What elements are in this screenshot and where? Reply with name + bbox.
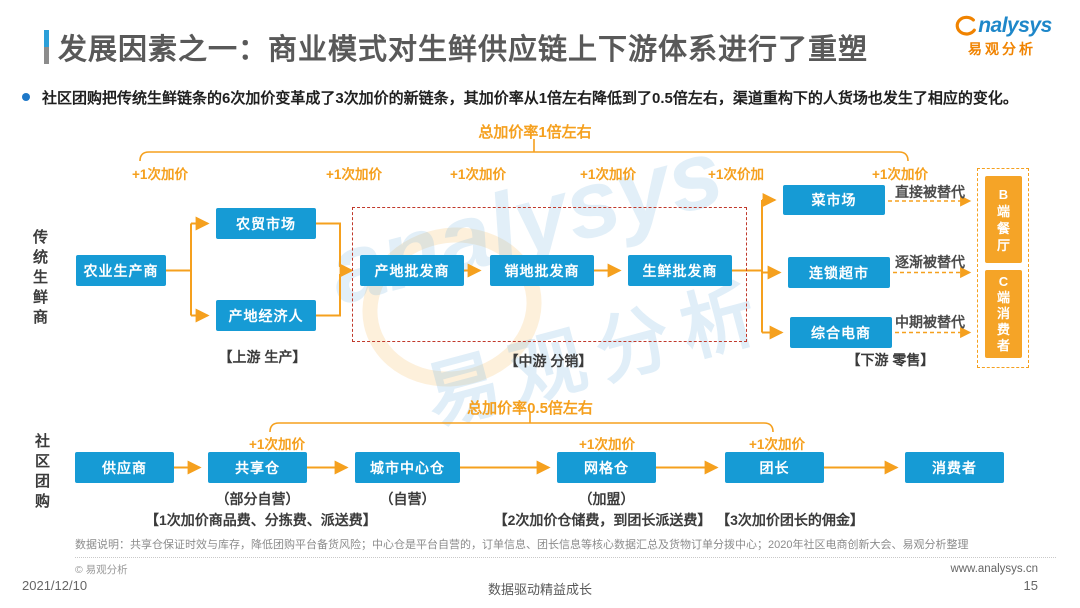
node-c-end-consumer: C端消费者 <box>985 270 1022 358</box>
sub-label-franchise: （加盟） <box>578 491 635 507</box>
copyright-text: © 易观分析 <box>75 564 128 576</box>
footer-date: 2021/12/10 <box>22 578 88 593</box>
node-shared-warehouse: 共享仓 <box>208 452 307 483</box>
replacement-label-2: 逐渐被替代 <box>895 254 965 270</box>
markup-label-2: +1次加价 <box>326 167 382 182</box>
stage-label-upstream: 【上游 生产】 <box>218 349 307 365</box>
analysys-logo: nalysys 易观分析 <box>946 14 1058 59</box>
side-label-community: 社区团购 <box>34 433 50 510</box>
intro-bullet: 社区团购把传统生鲜链条的6次加价变革成了3次加价的新链条，其加价率从1倍左右降低… <box>42 90 1018 107</box>
node-grid-warehouse: 网格仓 <box>557 452 656 483</box>
fee-label-3: 【3次加价团长的佣金】 <box>716 512 864 528</box>
page-number: 15 <box>1023 578 1038 593</box>
community-markup-2: +1次加价 <box>579 437 635 452</box>
end-consumer-dashed-frame <box>977 168 1029 368</box>
footer-slogan: 数据驱动精益成长 <box>487 582 592 597</box>
fee-label-1: 【1次加价商品费、分拣费、派送费】 <box>145 512 377 528</box>
node-group-leader: 团长 <box>725 452 824 483</box>
markup-label-1: +1次加价 <box>132 167 188 182</box>
logo-cn-text: 易观分析 <box>968 41 1036 57</box>
node-ecommerce: 综合电商 <box>790 317 892 348</box>
node-city-central-warehouse: 城市中心仓 <box>355 452 460 483</box>
replacement-label-1: 直接被替代 <box>895 184 965 200</box>
title-accent-bar-gray <box>44 47 49 64</box>
node-fresh-wholesaler: 生鲜批发商 <box>628 255 732 286</box>
footer-website-link[interactable]: www.analysys.cn <box>950 563 1038 575</box>
node-destination-wholesaler: 销地批发商 <box>490 255 594 286</box>
title-accent-bar-blue <box>44 30 49 47</box>
data-note: 数据说明：共享仓保证时效与库存，降低团购平台备货风险；中心仓是平台自营的，订单信… <box>75 539 969 551</box>
node-farmers-market: 农贸市场 <box>216 208 316 239</box>
node-origin-wholesaler: 产地批发商 <box>360 255 464 286</box>
community-markup-1: +1次加价 <box>249 437 305 452</box>
fee-label-2: 【2次加价仓储费，到团长派送费】 <box>493 512 712 528</box>
sub-label-partial-self-run: （部分自营） <box>215 491 300 507</box>
markup-label-6: +1次加价 <box>872 167 928 182</box>
node-consumer: 消费者 <box>905 452 1004 483</box>
replacement-label-3: 中期被替代 <box>895 314 965 330</box>
analysys-swirl-icon <box>952 15 978 38</box>
total-markup-bottom: 总加价率0.5倍左右 <box>467 400 593 417</box>
markup-label-3: +1次加价 <box>450 167 506 182</box>
stage-label-midstream: 【中游 分销】 <box>504 353 593 369</box>
page-title: 发展因素之一：商业模式对生鲜供应链上下游体系进行了重塑 <box>58 34 869 66</box>
stage-label-downstream: 【下游 零售】 <box>846 352 935 368</box>
sub-label-self-run: （自营） <box>379 491 436 507</box>
markup-label-4: +1次加价 <box>580 167 636 182</box>
total-markup-top: 总加价率1倍左右 <box>478 124 592 141</box>
node-supplier: 供应商 <box>75 452 174 483</box>
node-b-end-restaurant: B端餐厅 <box>985 176 1022 263</box>
markup-label-5: +1次价加 <box>708 167 764 182</box>
footer-divider <box>75 557 1056 558</box>
node-vegetable-market: 菜市场 <box>783 185 885 215</box>
node-origin-broker: 产地经济人 <box>216 300 316 331</box>
node-agriculture-producer: 农业生产商 <box>76 255 166 286</box>
logo-brand-text: nalysys <box>978 14 1052 37</box>
side-label-traditional: 传统生鲜商 <box>32 229 48 326</box>
bullet-dot-icon <box>22 93 30 101</box>
community-markup-3: +1次加价 <box>749 437 805 452</box>
node-chain-supermarket: 连锁超市 <box>788 257 890 288</box>
